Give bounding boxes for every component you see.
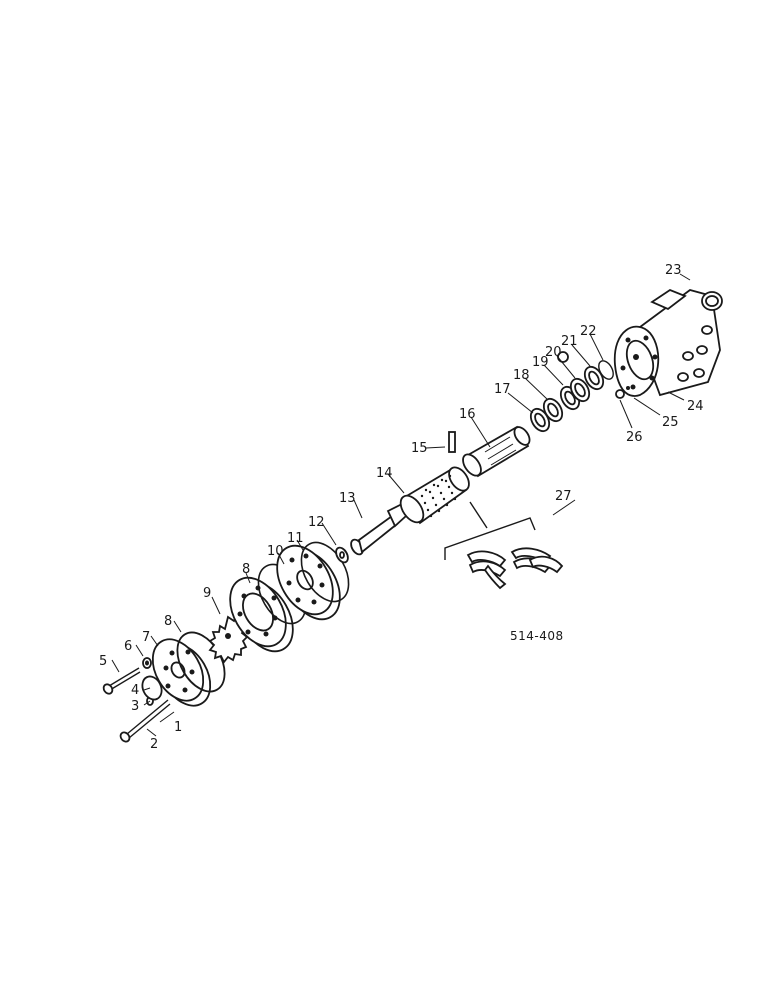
plate-11-drawing (276, 544, 341, 621)
callout-4: 4 (131, 683, 139, 698)
callout-19: 19 (532, 355, 549, 370)
callout-27: 27 (555, 489, 572, 504)
callout-15: 15 (411, 441, 428, 456)
callout-8-front: 8 (164, 614, 172, 629)
callout-12: 12 (308, 515, 325, 530)
seal-6-drawing (142, 657, 152, 669)
ring-20-drawing (569, 377, 591, 403)
pin-15-drawing (448, 431, 456, 453)
callout-26: 26 (626, 430, 643, 445)
callout-16: 16 (459, 407, 476, 422)
spacer-12-drawing (335, 546, 349, 564)
callout-13: 13 (339, 491, 356, 506)
callout-9: 9 (203, 586, 211, 601)
callout-22: 22 (580, 324, 597, 339)
callout-2: 2 (150, 737, 158, 752)
callout-17: 17 (494, 382, 511, 397)
callout-8-rear: 8 (242, 562, 250, 577)
bracket-27 (444, 501, 536, 560)
reference-code: 514-408 (510, 629, 564, 643)
callout-1: 1 (174, 720, 182, 735)
ring-18-drawing (542, 397, 564, 423)
spool-16-drawing (462, 425, 531, 478)
callout-14: 14 (376, 466, 393, 481)
callout-11: 11 (287, 531, 304, 546)
ring-21-drawing (583, 365, 605, 391)
callout-18: 18 (513, 368, 530, 383)
bearing-shells-27-drawing (466, 547, 564, 590)
callout-23: 23 (665, 263, 682, 278)
bolt-2-drawing (119, 699, 171, 743)
callout-24: 24 (687, 399, 704, 414)
housing-24-drawing (613, 288, 721, 397)
callout-21: 21 (561, 334, 578, 349)
check-ball-26-drawing (615, 386, 630, 399)
drive-shaft-13-drawing (350, 502, 408, 556)
bolt-5-drawing (102, 667, 141, 695)
seal-23-drawing (701, 291, 723, 311)
o-ring-22-drawing (598, 360, 614, 380)
callout-7: 7 (142, 630, 150, 645)
end-cap-7-drawing (151, 638, 212, 707)
callout-20: 20 (545, 345, 562, 360)
gerotor-8b-drawing (229, 576, 294, 653)
callout-25: 25 (662, 415, 679, 430)
callout-6: 6 (124, 639, 132, 654)
callout-5: 5 (99, 654, 107, 669)
sleeve-14-drawing (399, 466, 470, 525)
callout-3: 3 (131, 699, 139, 714)
leader-lines (111, 273, 691, 737)
callout-10: 10 (267, 544, 284, 559)
